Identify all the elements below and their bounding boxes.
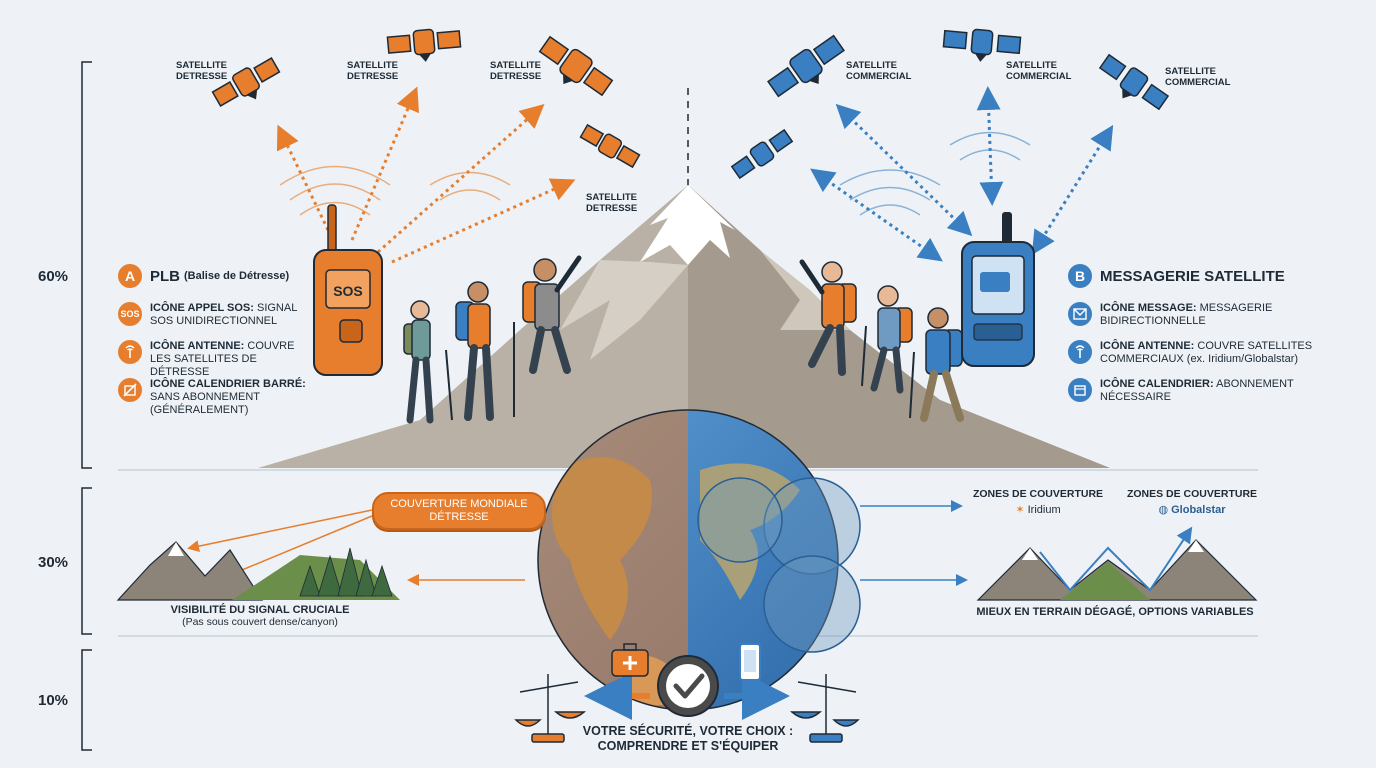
feature-label: ICÔNE CALENDRIER: [1100, 378, 1214, 390]
feature-label: ICÔNE ANTENNE: [150, 340, 245, 352]
feature-label: ICÔNE CALENDRIER BARRÉ: [150, 378, 306, 390]
plb-feature-calendar: ICÔNE CALENDRIER BARRÉ: SANS ABONNEMENT … [118, 378, 318, 417]
zone-brand: Globalstar [1171, 504, 1226, 516]
left-caption-sub: (Pas sous couvert dense/canyon) [182, 616, 338, 628]
satellite-label: SATELLITE COMMERCIAL [846, 60, 912, 82]
right-coverage-caption: MIEUX EN TERRAIN DÉGAGÉ, OPTIONS VARIABL… [976, 606, 1254, 618]
bottom-caption-line2: COMPRENDRE ET S'ÉQUIPER [597, 739, 779, 753]
forest-landscape [116, 541, 400, 601]
plb-feature-antenna: ICÔNE ANTENNE: COUVRE LES SATELLITES DE … [118, 340, 318, 379]
envelope-icon [1068, 302, 1092, 326]
letter-b-badge: B [1068, 264, 1092, 288]
satellite-label: SATELLITE DETRESSE [176, 60, 228, 82]
messenger-feature-message: ICÔNE MESSAGE: MESSAGERIE BIDIRECTIONNEL… [1068, 302, 1308, 328]
plb-title: A PLB (Balise de Détresse) [118, 264, 289, 288]
plb-feature-sos: SOS ICÔNE APPEL SOS: SIGNAL SOS UNIDIREC… [118, 302, 318, 328]
zone-brand: Iridium [1027, 504, 1061, 516]
section-label-60: 60% [38, 268, 69, 285]
satellite-label: SATELLITE DETRESSE [586, 192, 638, 214]
satellite-label: SATELLITE COMMERCIAL [1165, 66, 1231, 88]
plb-device: SOS [313, 204, 383, 376]
zone-title: ZONES DE COUVERTURE [972, 488, 1104, 500]
scale-right [789, 674, 860, 743]
scale-left [514, 674, 587, 743]
feature-text: MESSAGERIE BIDIRECTIONNELLE [1100, 302, 1273, 327]
globalstar-logo: ◍ Globalstar [1120, 503, 1264, 516]
feature-text: COUVRE SATELLITES COMMERCIAUX (ex. Iridi… [1100, 340, 1313, 365]
zone-title: ZONES DE COUVERTURE [1126, 488, 1258, 500]
zone-globalstar: ZONES DE COUVERTURE ◍ Globalstar [1120, 488, 1264, 516]
feature-text: SANS ABONNEMENT (GÉNÉRALEMENT) [150, 391, 260, 416]
plb-uplinks [276, 86, 576, 264]
section-label-10: 10% [38, 692, 69, 709]
coverage-circles [697, 477, 861, 653]
bottom-caption: VOTRE SÉCURITÉ, VOTRE CHOIX : COMPRENDRE… [560, 724, 816, 754]
feature-text: COUVRE LES SATELLITES DE DÉTRESSE [150, 340, 295, 378]
left-coverage-caption: VISIBILITÉ DU SIGNAL CRUCIALE (Pas sous … [130, 604, 390, 628]
messenger-title: B MESSAGERIE SATELLITE [1068, 264, 1285, 288]
plb-waves [279, 165, 511, 216]
feature-label: ICÔNE MESSAGE: [1100, 302, 1197, 314]
antenna-icon [1068, 340, 1092, 364]
iridium-logo: ✶ Iridium [966, 503, 1110, 516]
globalstar-logo-icon: ◍ [1158, 504, 1169, 516]
check-badge [657, 655, 719, 717]
feature-text: ABONNEMENT NÉCESSAIRE [1100, 378, 1294, 403]
coverage-arrows-left [187, 509, 525, 586]
coverage-arrows-right [860, 500, 968, 586]
satellite-label: SATELLITE DETRESSE [490, 60, 542, 82]
messenger-device [961, 212, 1035, 367]
plb-screen-text: SOS [333, 283, 363, 299]
satellite-label: SATELLITE DETRESSE [347, 60, 399, 82]
messenger-links [810, 86, 1114, 262]
letter-a-badge: A [118, 264, 142, 288]
messenger-title-text: MESSAGERIE SATELLITE [1100, 267, 1285, 285]
calendar-icon [1068, 378, 1092, 402]
left-caption-main: VISIBILITÉ DU SIGNAL CRUCIALE [170, 604, 350, 616]
satellite-right-icons [730, 28, 1170, 180]
calendar-crossed-icon [118, 378, 142, 402]
zone-iridium: ZONES DE COUVERTURE ✶ Iridium [966, 488, 1110, 516]
feature-label: ICÔNE APPEL SOS: [150, 302, 254, 314]
feature-text: SIGNAL SOS UNIDIRECTIONNEL [150, 302, 297, 327]
messenger-feature-calendar: ICÔNE CALENDRIER: ABONNEMENT NÉCESSAIRE [1068, 378, 1308, 404]
messenger-feature-antenna: ICÔNE ANTENNE: COUVRE SATELLITES COMMERC… [1068, 340, 1318, 366]
global-coverage-pill: COUVERTURE MONDIALE DÉTRESSE [372, 492, 546, 530]
smartphone-icon [739, 643, 761, 681]
hikers-left [403, 255, 582, 424]
iridium-logo-icon: ✶ [1015, 504, 1025, 516]
bottom-caption-line1: VOTRE SÉCURITÉ, VOTRE CHOIX : [582, 724, 794, 738]
open-terrain-landscape [976, 526, 1258, 601]
satellite-label: SATELLITE COMMERCIAL [1006, 60, 1072, 82]
sos-icon: SOS [118, 302, 142, 326]
hikers-right [799, 259, 964, 422]
messenger-waves [839, 131, 1031, 216]
section-label-30: 30% [38, 554, 69, 571]
first-aid-kit-icon [611, 643, 649, 677]
satellite-left-icons [211, 28, 641, 169]
section-brackets [81, 61, 92, 751]
antenna-icon [118, 340, 142, 364]
plb-title-text: PLB [150, 267, 180, 285]
feature-label: ICÔNE ANTENNE: [1100, 340, 1195, 352]
plb-title-sub: (Balise de Détresse) [184, 270, 290, 282]
